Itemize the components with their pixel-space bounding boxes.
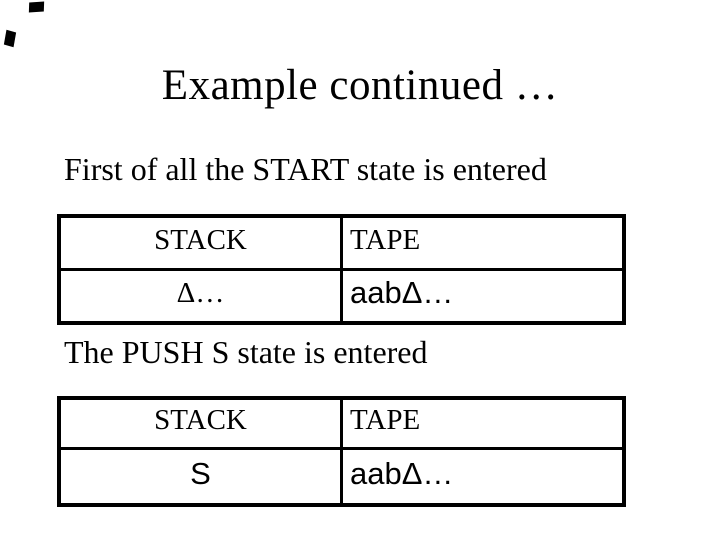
stack-tape-table-1: STACK TAPE Δ… aabΔ… bbox=[57, 214, 626, 325]
table1-header-tape-label: TAPE bbox=[350, 223, 421, 256]
table1-stack-value: Δ… bbox=[176, 276, 225, 309]
table1-header-stack-label: STACK bbox=[154, 223, 247, 256]
table2-header-tape: TAPE bbox=[343, 400, 622, 450]
corner-artifact-mark bbox=[28, 1, 45, 13]
table2-tape-value: aabΔ… bbox=[350, 455, 454, 491]
table2-header-tape-label: TAPE bbox=[350, 404, 421, 436]
table1-cell-tape-value: aabΔ… bbox=[343, 271, 622, 321]
table2-stack-value: S bbox=[190, 455, 211, 491]
paragraph-push-state: The PUSH S state is entered bbox=[64, 334, 428, 370]
table2-cell-tape-value: aabΔ… bbox=[343, 450, 622, 503]
paragraph-start-state: First of all the START state is entered bbox=[64, 151, 547, 187]
table1-cell-stack-value: Δ… bbox=[61, 271, 343, 321]
table1-header-tape: TAPE bbox=[343, 218, 622, 271]
table2-header-stack-label: STACK bbox=[154, 404, 247, 436]
slide-title: Example continued … bbox=[161, 62, 559, 109]
table1-tape-value: aabΔ… bbox=[350, 275, 454, 310]
table2-header-stack: STACK bbox=[61, 400, 343, 450]
corner-artifact-mark bbox=[3, 29, 17, 48]
table2-cell-stack-value: S bbox=[61, 450, 343, 503]
stack-tape-table-2: STACK TAPE S aabΔ… bbox=[57, 396, 626, 507]
table1-header-stack: STACK bbox=[61, 218, 343, 271]
